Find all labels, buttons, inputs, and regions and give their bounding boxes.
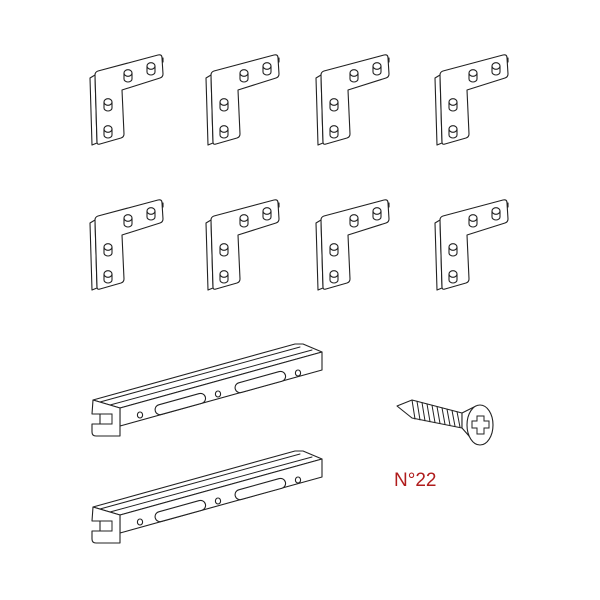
corner-bracket-icon — [89, 199, 164, 291]
corner-bracket-icon — [315, 199, 390, 291]
part-number-label: N°22 — [394, 470, 437, 491]
corner-bracket-icon — [89, 54, 164, 146]
guide-rail-icon — [91, 343, 323, 437]
corner-bracket-icon — [315, 54, 390, 146]
screw-icon — [396, 399, 494, 446]
corner-bracket-icon — [205, 54, 280, 146]
corner-bracket-icon — [205, 199, 280, 291]
corner-bracket-icon — [434, 199, 509, 291]
guide-rail-icon — [91, 450, 323, 544]
corner-bracket-icon — [434, 54, 509, 146]
